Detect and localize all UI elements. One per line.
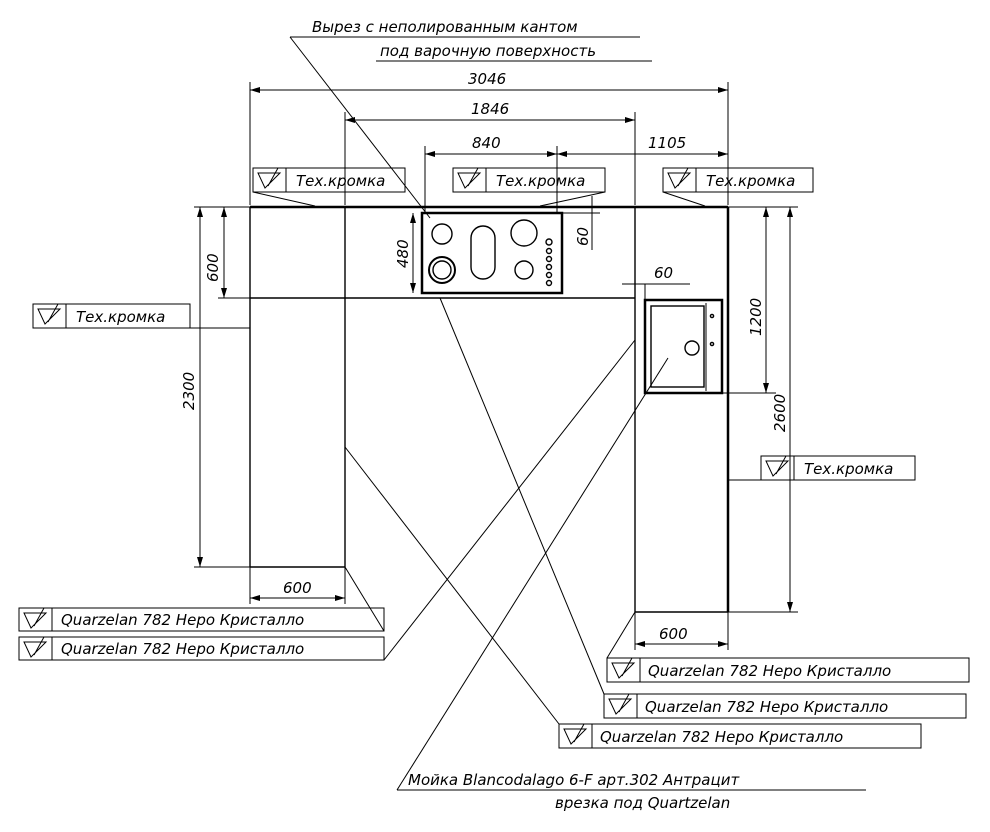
knob-4 xyxy=(545,263,553,271)
material-leader xyxy=(344,566,385,632)
material-leader xyxy=(606,611,636,659)
check-triangle-icon xyxy=(608,693,633,715)
edge-label-right: Тех.кромка xyxy=(728,455,916,481)
title-note-line1: Вырез с неполированным кантом xyxy=(312,18,578,36)
sink-note-line2: врезка под Quartzelan xyxy=(555,794,730,812)
title-leader xyxy=(289,36,431,219)
burner-bottom-left-inner xyxy=(432,260,452,280)
sink-note: Мойка Blancodalago 6-F арт.302 Антрацит … xyxy=(396,357,866,812)
check-triangle-icon xyxy=(23,636,48,658)
edge-label-text: Тех.кромка xyxy=(496,172,585,190)
check-triangle-icon xyxy=(23,607,48,629)
knob-2 xyxy=(545,247,553,255)
material-label-right-1: Quarzelan 782 Неро Кристалло xyxy=(606,611,970,683)
edge-leader xyxy=(539,191,606,207)
title-note-line2: под варочную поверхность xyxy=(380,42,596,60)
edge-label-text: Тех.кромка xyxy=(706,172,795,190)
dim-1105: 1105 xyxy=(648,134,686,152)
edge-label-left: Тех.кромка xyxy=(32,303,250,329)
dim-480: 480 xyxy=(394,239,412,268)
sink-drain-icon xyxy=(684,340,700,356)
check-triangle-icon xyxy=(667,167,692,189)
sink-outer xyxy=(643,298,724,395)
hob-cutout xyxy=(420,211,564,295)
material-leader xyxy=(383,339,636,661)
knob-3 xyxy=(545,255,553,263)
material-label-right-3: Quarzelan 782 Неро Кристалло xyxy=(344,446,922,749)
check-triangle-icon xyxy=(611,657,636,679)
sink-note-leader xyxy=(396,357,669,791)
sink xyxy=(643,298,724,395)
material-labels: Quarzelan 782 Неро Кристалло Quarzelan 7… xyxy=(18,297,970,749)
material-label-text: Quarzelan 782 Неро Кристалло xyxy=(61,640,304,658)
burner-top-right xyxy=(510,219,538,247)
check-triangle-icon xyxy=(563,723,588,745)
hob xyxy=(420,211,564,295)
check-triangle-icon xyxy=(37,303,62,325)
dim-1200: 1200 xyxy=(747,298,765,336)
edge-leader xyxy=(662,191,706,207)
dim-600-bl: 600 xyxy=(283,579,312,597)
material-leader xyxy=(344,446,560,725)
dim-600-br: 600 xyxy=(659,625,688,643)
dim-60-hob: 60 xyxy=(574,227,592,246)
edge-leader xyxy=(252,191,316,207)
sink-tap-hole-1 xyxy=(709,313,715,319)
check-triangle-icon xyxy=(457,167,482,189)
dim-1846: 1846 xyxy=(471,100,509,118)
burner-bottom-left-outer xyxy=(428,256,456,284)
edge-label-top-right: Тех.кромка xyxy=(662,167,814,207)
edge-label-top-left: Тех.кромка xyxy=(252,167,406,207)
material-label-text: Quarzelan 782 Неро Кристалло xyxy=(645,698,888,716)
material-label-right-2: Quarzelan 782 Неро Кристалло xyxy=(439,297,967,719)
knob-1 xyxy=(545,238,553,246)
dim-2600: 2600 xyxy=(771,394,789,432)
sink-tap-hole-2 xyxy=(709,341,715,347)
burner-oval xyxy=(470,225,496,280)
edge-label-text: Тех.кромка xyxy=(296,172,385,190)
material-label-text: Quarzelan 782 Неро Кристалло xyxy=(600,728,843,746)
dim-600-top: 600 xyxy=(204,253,222,282)
countertop-outline xyxy=(249,205,730,613)
sink-bowl xyxy=(650,305,705,388)
material-label-text: Quarzelan 782 Неро Кристалло xyxy=(648,662,891,680)
edge-label-text: Тех.кромка xyxy=(804,460,893,478)
knob-6 xyxy=(545,279,553,287)
edge-label-text: Тех.кромка xyxy=(76,308,165,326)
dim-840: 840 xyxy=(472,134,501,152)
dim-3046: 3046 xyxy=(468,70,506,88)
material-label-left-2: Quarzelan 782 Неро Кристалло xyxy=(18,339,636,661)
title-note: Вырез с неполированным кантом под варочн… xyxy=(289,18,652,219)
edge-labels: Тех.кромка Тех.кромка Тех.кромка Тех.кро… xyxy=(32,167,916,481)
check-triangle-icon xyxy=(257,167,282,189)
edge-label-top-center: Тех.кромка xyxy=(452,167,606,207)
material-label-left-1: Quarzelan 782 Неро Кристалло xyxy=(18,566,385,632)
sink-note-line1: Мойка Blancodalago 6-F арт.302 Антрацит xyxy=(408,771,740,789)
dim-2300: 2300 xyxy=(180,372,198,410)
check-triangle-icon xyxy=(765,455,790,477)
burner-top-left xyxy=(431,223,453,245)
dim-60-sink: 60 xyxy=(654,264,673,282)
material-leader xyxy=(439,297,605,695)
dimensions: 3046 1846 840 1105 600 480 60 60 xyxy=(180,70,798,650)
knob-5 xyxy=(545,271,553,279)
burner-bottom-right xyxy=(514,260,534,280)
material-label-text: Quarzelan 782 Неро Кристалло xyxy=(61,611,304,629)
